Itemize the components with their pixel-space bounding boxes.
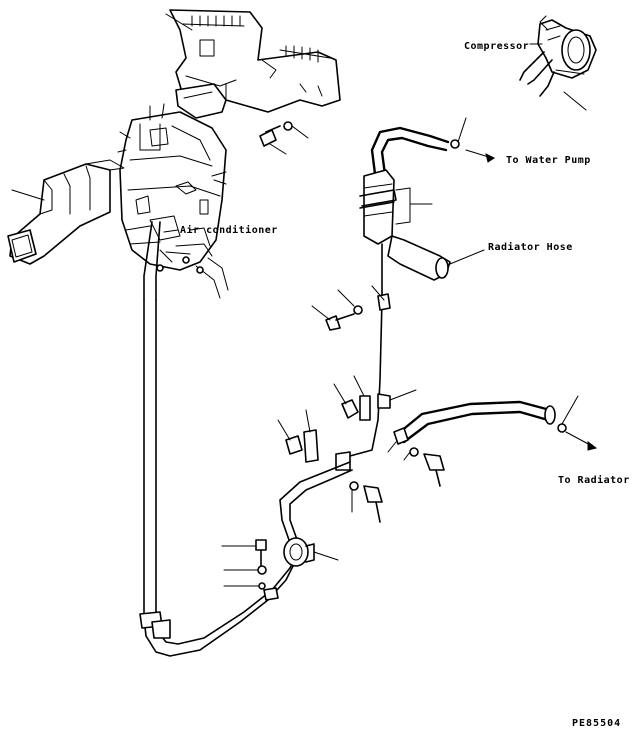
water-pump-hose — [370, 117, 495, 184]
vertical-hose — [345, 243, 383, 463]
leader-air-conditioner — [163, 229, 179, 233]
label-to-radiator: To Radiator — [558, 474, 630, 486]
bolt-lower-mid — [349, 481, 383, 523]
bolt-upper — [259, 121, 309, 155]
clamp-lower — [283, 537, 339, 567]
air-conditioner-unit — [117, 103, 229, 301]
radiator-hose — [387, 235, 485, 281]
bolt-mid — [311, 289, 363, 331]
clip-mid — [333, 375, 417, 421]
label-radiator-hose: Radiator Hose — [488, 241, 573, 253]
clamp-mid-left — [277, 409, 351, 471]
main-pipe — [139, 299, 353, 657]
drawing-code: PE85504 — [572, 718, 621, 729]
clamp-upper — [371, 285, 391, 311]
fittings-right — [387, 427, 445, 487]
radiator-outlet-hose — [398, 395, 598, 451]
connector-duct — [175, 83, 227, 119]
label-compressor: Compressor — [464, 41, 529, 52]
bolt-lower-left — [221, 539, 267, 590]
label-to-water-pump: To Water Pump — [506, 155, 591, 166]
hose-clamp-valve — [359, 169, 433, 245]
compressor — [519, 15, 597, 111]
label-air-conditioner: Air conditioner — [180, 224, 278, 236]
outlet-duct — [7, 159, 125, 265]
